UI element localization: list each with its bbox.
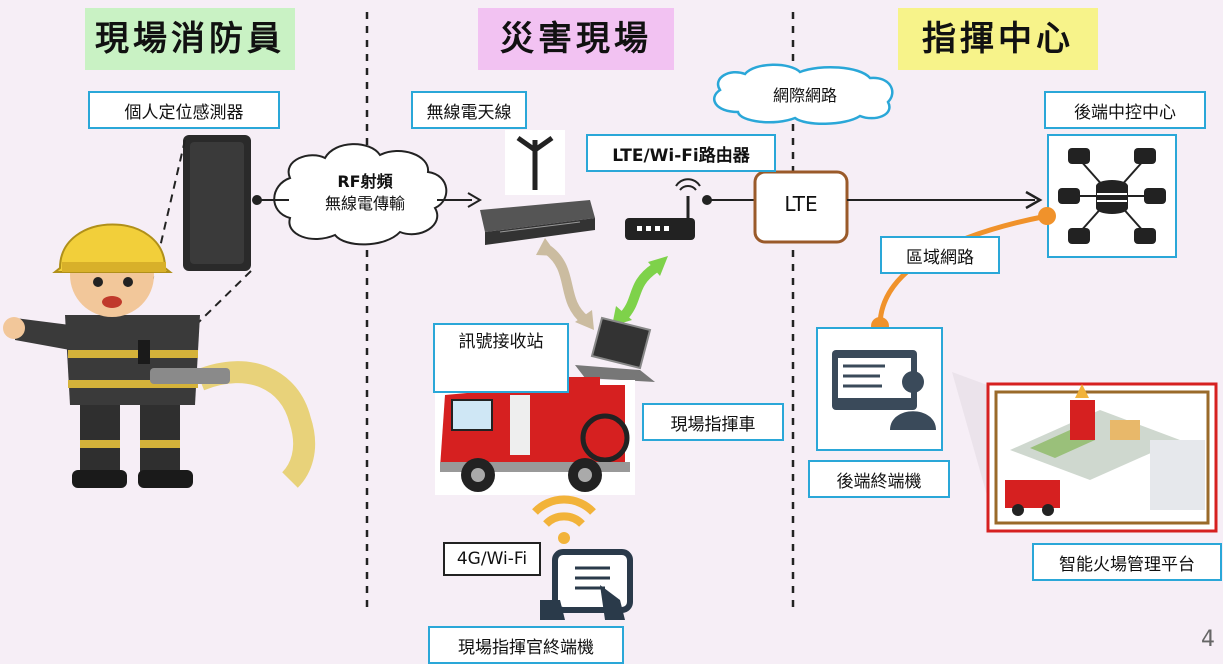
- label-sensor: 個人定位感測器: [88, 91, 280, 129]
- label-command-vehicle: 現場指揮車: [642, 403, 784, 441]
- rf-cloud-icon: [273, 143, 448, 246]
- router-icon: [625, 178, 701, 240]
- firefighter-icon: [3, 223, 316, 488]
- label-backend-terminal: 後端終端機: [808, 460, 950, 498]
- database-hub-icon: [1047, 134, 1177, 258]
- smart-platform-image: [986, 382, 1218, 533]
- header-command-center: 指揮中心: [898, 8, 1098, 70]
- label-officer-terminal: 現場指揮官終端機: [428, 626, 624, 664]
- internet-cloud-label: 網際網路: [772, 86, 837, 105]
- antenna-icon: [505, 130, 565, 195]
- green-double-arrow-icon: [612, 256, 668, 326]
- lte-box: [753, 170, 849, 244]
- label-4g-wifi: 4G/Wi-Fi: [443, 542, 541, 576]
- tablet-hand-icon: [540, 549, 633, 620]
- fire-truck-icon: [435, 377, 635, 495]
- tan-double-arrow-icon: [536, 238, 594, 330]
- label-antenna: 無線電天線: [411, 91, 527, 129]
- rf-cloud-label-line1: RF射頻: [337, 172, 393, 191]
- page-number: 4: [1201, 627, 1215, 652]
- label-router: LTE/Wi-Fi路由器: [586, 134, 776, 172]
- header-firefighter: 現場消防員: [85, 8, 295, 70]
- label-station: 訊號接收站: [433, 323, 569, 393]
- label-platform: 智能火場管理平台: [1032, 543, 1222, 581]
- backend-terminal-icon: [816, 327, 943, 451]
- label-local-network: 區域網路: [880, 236, 1000, 274]
- lte-box-label: LTE: [784, 192, 818, 216]
- wifi-icon: [532, 495, 596, 544]
- header-disaster-site: 災害現場: [478, 8, 674, 70]
- internet-cloud-icon: [713, 63, 894, 126]
- laptop-icon: [575, 316, 655, 382]
- sensor-device-icon: [183, 135, 251, 271]
- radio-base-station-icon: [480, 200, 595, 245]
- rf-cloud-label-line2: 無線電傳輸: [324, 194, 405, 213]
- label-backend-center: 後端中控中心: [1044, 91, 1206, 129]
